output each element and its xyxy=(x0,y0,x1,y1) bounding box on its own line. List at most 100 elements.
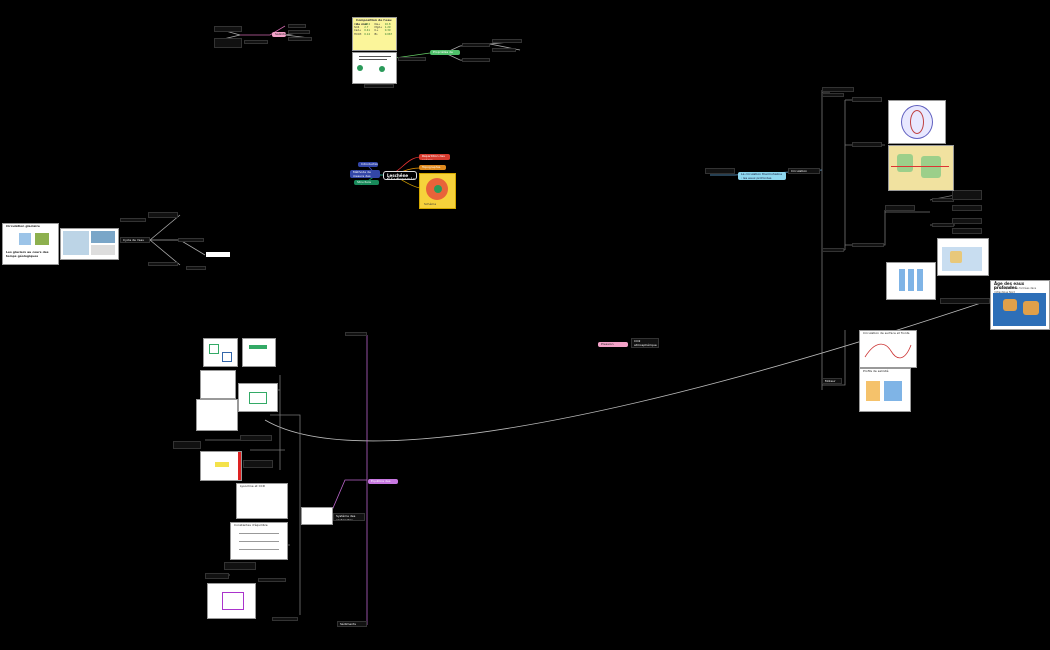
composition-cell: Cl- xyxy=(354,23,358,26)
composition-cell: 19.4 xyxy=(364,23,371,26)
cell-loop-icon xyxy=(910,110,924,134)
branch-introduction[interactable]: Introduction xyxy=(358,162,378,167)
central-diagram-card[interactable]: Schéma xyxy=(419,173,456,209)
east-note-14[interactable] xyxy=(940,298,990,304)
north-note-3[interactable] xyxy=(492,39,522,43)
south-note-1[interactable]: Sédiments carbonatés xyxy=(337,621,367,627)
composition-cell: 0.067 xyxy=(384,32,393,36)
north-note-7[interactable] xyxy=(214,38,242,48)
south-diagram-6[interactable] xyxy=(200,451,242,481)
branch-ocean-structure[interactable]: Structure océanique xyxy=(354,180,379,185)
partial-pressure-node[interactable]: Pression partielle xyxy=(598,342,628,347)
east-note-8[interactable] xyxy=(932,223,954,227)
east-note-10[interactable] xyxy=(952,205,982,211)
deep-water-map xyxy=(993,293,1046,326)
water-properties-node[interactable]: Propriétés de l'eau xyxy=(430,50,460,55)
south-note-3[interactable] xyxy=(173,441,201,449)
south-note-4[interactable] xyxy=(240,435,272,441)
south-diagram-2[interactable] xyxy=(242,338,276,367)
west-note-4[interactable] xyxy=(206,252,230,257)
east-parent-note[interactable] xyxy=(705,168,735,174)
east-note-13[interactable] xyxy=(885,205,915,211)
branch-ocean-topography[interactable]: Topographie des océans xyxy=(419,165,446,170)
north-note-8[interactable] xyxy=(288,24,306,28)
glacier-circulation-card[interactable]: Circulation glaciaire Les glaciers au co… xyxy=(2,223,59,265)
circulation-diagram-1[interactable] xyxy=(888,100,946,144)
north-note-11[interactable] xyxy=(244,40,268,44)
deep-water-caption: Les eaux profondes formées dans l'Atlant… xyxy=(994,287,1037,294)
west-note-1[interactable] xyxy=(148,212,178,218)
equilibrium-table-card[interactable]: Constantes d'équilibre xyxy=(230,522,288,560)
north-note-1[interactable] xyxy=(462,43,490,47)
world-currents-map[interactable] xyxy=(888,145,954,191)
partial-pressure-note[interactable]: CO2 atmosphérique xyxy=(631,338,659,348)
north-note-10[interactable] xyxy=(288,37,312,41)
molecule-icon xyxy=(357,65,363,71)
water-cycle-node[interactable]: Cycle de l'eau xyxy=(120,237,150,243)
north-note-4[interactable] xyxy=(492,48,516,52)
south-diagram-3[interactable] xyxy=(200,370,236,399)
south-note-5[interactable] xyxy=(243,460,273,468)
east-note-6[interactable] xyxy=(852,243,884,247)
composition-cell: 0.39 xyxy=(384,29,391,33)
surface-fronts-chart[interactable]: Circulation de surface et fronts xyxy=(859,330,917,368)
thermohaline-topic[interactable]: La circulation thermohaline : les eaux p… xyxy=(738,172,786,180)
deep-water-title: Âge des eaux profondes xyxy=(994,281,1025,290)
ocean-map-card[interactable] xyxy=(937,238,989,276)
carbonate-mini-diagram[interactable] xyxy=(301,507,333,525)
west-note-2[interactable] xyxy=(148,262,178,266)
north-note-9[interactable] xyxy=(288,30,310,34)
east-note-4[interactable] xyxy=(852,142,882,147)
temperature-profile-card[interactable] xyxy=(886,262,936,300)
salinity-node[interactable]: Salinité xyxy=(272,32,286,37)
equilibrium-table-title: Constantes d'équilibre xyxy=(234,523,268,527)
south-note-6[interactable] xyxy=(205,573,229,579)
seawater-diagram-card[interactable] xyxy=(352,52,397,84)
glacier-subtitle: Les glaciers au cours des temps géologiq… xyxy=(6,250,49,258)
glacier-photo-card[interactable] xyxy=(60,228,119,260)
deep-water-age-card[interactable]: Âge des eaux profondes Les eaux profonde… xyxy=(990,280,1050,330)
east-note-5[interactable] xyxy=(822,248,844,252)
carbonate-system-node[interactable]: Système des carbonates xyxy=(333,513,365,521)
branch-carbonate-method[interactable]: Méthode de mesure des carbonates xyxy=(350,170,380,178)
south-note-8[interactable] xyxy=(258,578,286,582)
south-diagram-7[interactable] xyxy=(207,583,256,619)
north-note-6[interactable] xyxy=(214,26,242,32)
south-diagram-4[interactable] xyxy=(238,383,278,412)
east-note-11[interactable] xyxy=(952,218,982,224)
branch-ocean-distribution[interactable]: Répartition des océans xyxy=(419,154,450,160)
east-note-1[interactable] xyxy=(822,87,854,92)
continent-icon xyxy=(897,154,913,172)
composition-cell: 10.8 xyxy=(384,23,391,26)
fronts-line xyxy=(864,343,912,359)
north-note-12[interactable] xyxy=(364,84,394,88)
carbonate-equilibrium-node[interactable]: Équilibre des carbonates xyxy=(368,479,398,484)
north-note-5[interactable] xyxy=(398,57,426,61)
central-topic[interactable]: Leschêne Géodynamique xyxy=(383,171,417,180)
south-diagram-5[interactable] xyxy=(196,399,238,431)
composition-cell: 2.7 xyxy=(364,26,369,30)
west-note-3[interactable] xyxy=(178,238,204,242)
south-top-note[interactable] xyxy=(345,332,367,336)
west-note-5[interactable] xyxy=(120,218,146,222)
composition-cell: Br- xyxy=(374,32,379,36)
west-note-6[interactable] xyxy=(186,266,206,270)
salinity-profiles-chart[interactable]: Profils de salinité xyxy=(859,368,911,412)
composition-cell: 1.29 xyxy=(384,26,391,30)
lysocline-card[interactable]: Lysocline et CCD xyxy=(236,483,288,519)
south-note-2[interactable] xyxy=(272,617,298,621)
east-note-3[interactable] xyxy=(852,97,882,102)
south-diagram-1[interactable] xyxy=(203,338,238,367)
east-note-12[interactable] xyxy=(952,228,982,234)
north-note-2[interactable] xyxy=(462,58,490,62)
east-note-15[interactable]: Moteur xyxy=(822,378,842,384)
global-circulation-node[interactable]: Circulation océanique globale xyxy=(788,168,820,174)
east-note-9[interactable] xyxy=(952,190,982,200)
south-note-7[interactable] xyxy=(224,562,256,570)
east-note-2[interactable] xyxy=(822,93,844,97)
east-note-7[interactable] xyxy=(932,198,954,202)
